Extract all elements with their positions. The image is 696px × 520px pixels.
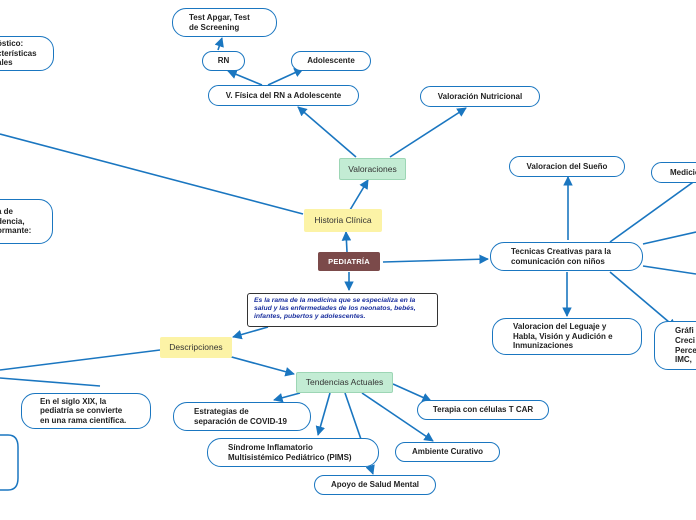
pims-node[interactable]: Síndrome Inflamatorio Multisistémico Ped… [207, 438, 379, 467]
terapia-celulas-node[interactable]: Terapia con células T CAR [417, 400, 549, 420]
link-tend-covid [273, 392, 301, 403]
link-desc-tendencias [227, 355, 295, 377]
siglo-xix-node[interactable]: En el siglo XIX, la pediatría se convier… [21, 393, 151, 429]
link-rn-apgar [214, 37, 224, 51]
rn-node[interactable]: RN [202, 51, 245, 71]
link-val-fisica [297, 106, 357, 158]
estrategias-covid-node[interactable]: Estrategias de separación de COVID-19 [173, 402, 311, 431]
link-fisica-rn [227, 69, 263, 86]
link-historia-valoraciones [349, 179, 369, 211]
left-node-top[interactable]: óstico: cterísticas ales [0, 36, 54, 71]
apoyo-salud-mental-node[interactable]: Apoyo de Salud Mental [314, 475, 436, 495]
link-val-nutricional [389, 107, 467, 158]
link-tend-pims [315, 392, 331, 436]
link-tec-medicion [609, 179, 696, 243]
historia-clinica-node[interactable]: Historia Clínica [304, 209, 382, 232]
adolescente-node[interactable]: Adolescente [291, 51, 371, 71]
link-desc-siglo [0, 377, 101, 387]
link-historia-left [0, 133, 304, 215]
tendencias-actuales-node[interactable]: Tendencias Actuales [296, 372, 393, 393]
link-def-descripciones [232, 326, 269, 340]
link-root-tecnicas [382, 254, 489, 265]
ambiente-curativo-node[interactable]: Ambiente Curativo [395, 442, 500, 462]
valoracion-fisica-node[interactable]: V. Física del RN a Adolescente [208, 85, 359, 106]
descripciones-node[interactable]: Descripciones [160, 337, 232, 358]
tecnicas-creativas-node[interactable]: Tecnicas Creativas para la comunicación … [490, 242, 643, 271]
test-apgar-node[interactable]: Test Apgar, Test de Screening [172, 8, 277, 37]
root-node[interactable]: PEDIATRÍA [318, 252, 380, 271]
valoracion-lenguaje-node[interactable]: Valoracion del Leguaje y Habla, Visión y… [492, 318, 642, 355]
link-tend-terapia [392, 383, 432, 402]
left-node-mid[interactable]: a de dencia, ormante: [0, 199, 53, 244]
valoracion-nutricional-node[interactable]: Valoración Nutricional [420, 86, 540, 107]
link-tec-graficas [609, 271, 677, 329]
graficas-node[interactable]: Gráfi Creci Perce IMC, [654, 321, 696, 370]
left-node-bottom [0, 434, 19, 491]
left-edge-nodes [0, 434, 19, 491]
link-root-historia [341, 231, 352, 253]
valoracion-sueno-node[interactable]: Valoracion del Sueño [509, 156, 625, 177]
link-fisica-adolescente [267, 68, 304, 86]
medicion-node[interactable]: Medicio [651, 162, 696, 183]
valoraciones-node[interactable]: Valoraciones [339, 158, 406, 180]
link-tec-r2 [642, 231, 696, 245]
definition-box[interactable]: Es la rama de la medicina que se especia… [247, 293, 438, 327]
link-tec-r3 [642, 265, 696, 275]
link-desc-left [0, 349, 161, 371]
link-tend-ambiente [361, 392, 434, 442]
